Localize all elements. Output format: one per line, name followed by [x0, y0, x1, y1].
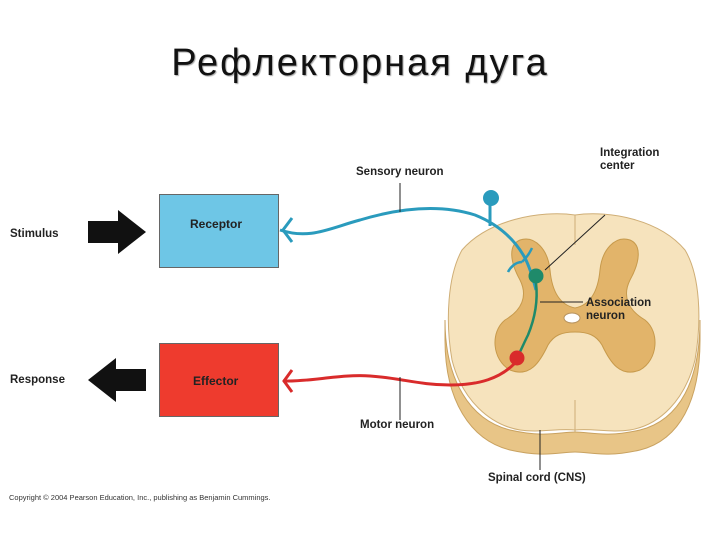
effector-label: Effector	[193, 374, 239, 388]
receptor-label: Receptor	[190, 217, 243, 231]
arrow-right-icon	[88, 210, 146, 254]
sensory-neuron-ending	[281, 217, 294, 243]
motor-neuron-ending	[282, 369, 294, 393]
sensory-neuron-path	[279, 207, 538, 291]
integration-center-label: Integration center	[600, 147, 659, 173]
effector-box: Effector	[159, 343, 279, 417]
association-neuron-line2: neuron	[586, 310, 625, 322]
association-neuron-line1: Association	[586, 297, 652, 309]
spinal-cord-label: Spinal cord (CNS)	[488, 472, 586, 484]
motor-neuron-cell-body	[509, 350, 525, 366]
association-neuron-cell-body	[528, 268, 544, 284]
integration-center-leader	[544, 214, 606, 271]
slide-title: Рефлекторная дуга	[171, 42, 549, 84]
response-label: Response	[10, 374, 65, 386]
integration-center-line1: Integration	[600, 147, 660, 159]
copyright-notice: Copyright © 2004 Pearson Education, Inc.…	[9, 493, 271, 502]
sensory-neuron-cell-body	[483, 190, 499, 206]
central-canal	[563, 312, 581, 324]
stimulus-label: Stimulus	[10, 228, 59, 240]
motor-neuron-label: Motor neuron	[360, 419, 435, 431]
integration-center-line2: center	[600, 160, 635, 172]
sensory-neuron-label: Sensory neuron	[356, 166, 444, 178]
arrow-left-icon	[88, 358, 146, 402]
sensory-neuron-terminal	[506, 247, 534, 273]
association-neuron-label: Association neuron	[586, 297, 651, 323]
receptor-box: Receptor	[159, 194, 279, 268]
motor-neuron-axon	[282, 362, 516, 387]
association-neuron-axon	[516, 282, 538, 357]
spinal-cord-edge	[444, 319, 701, 455]
